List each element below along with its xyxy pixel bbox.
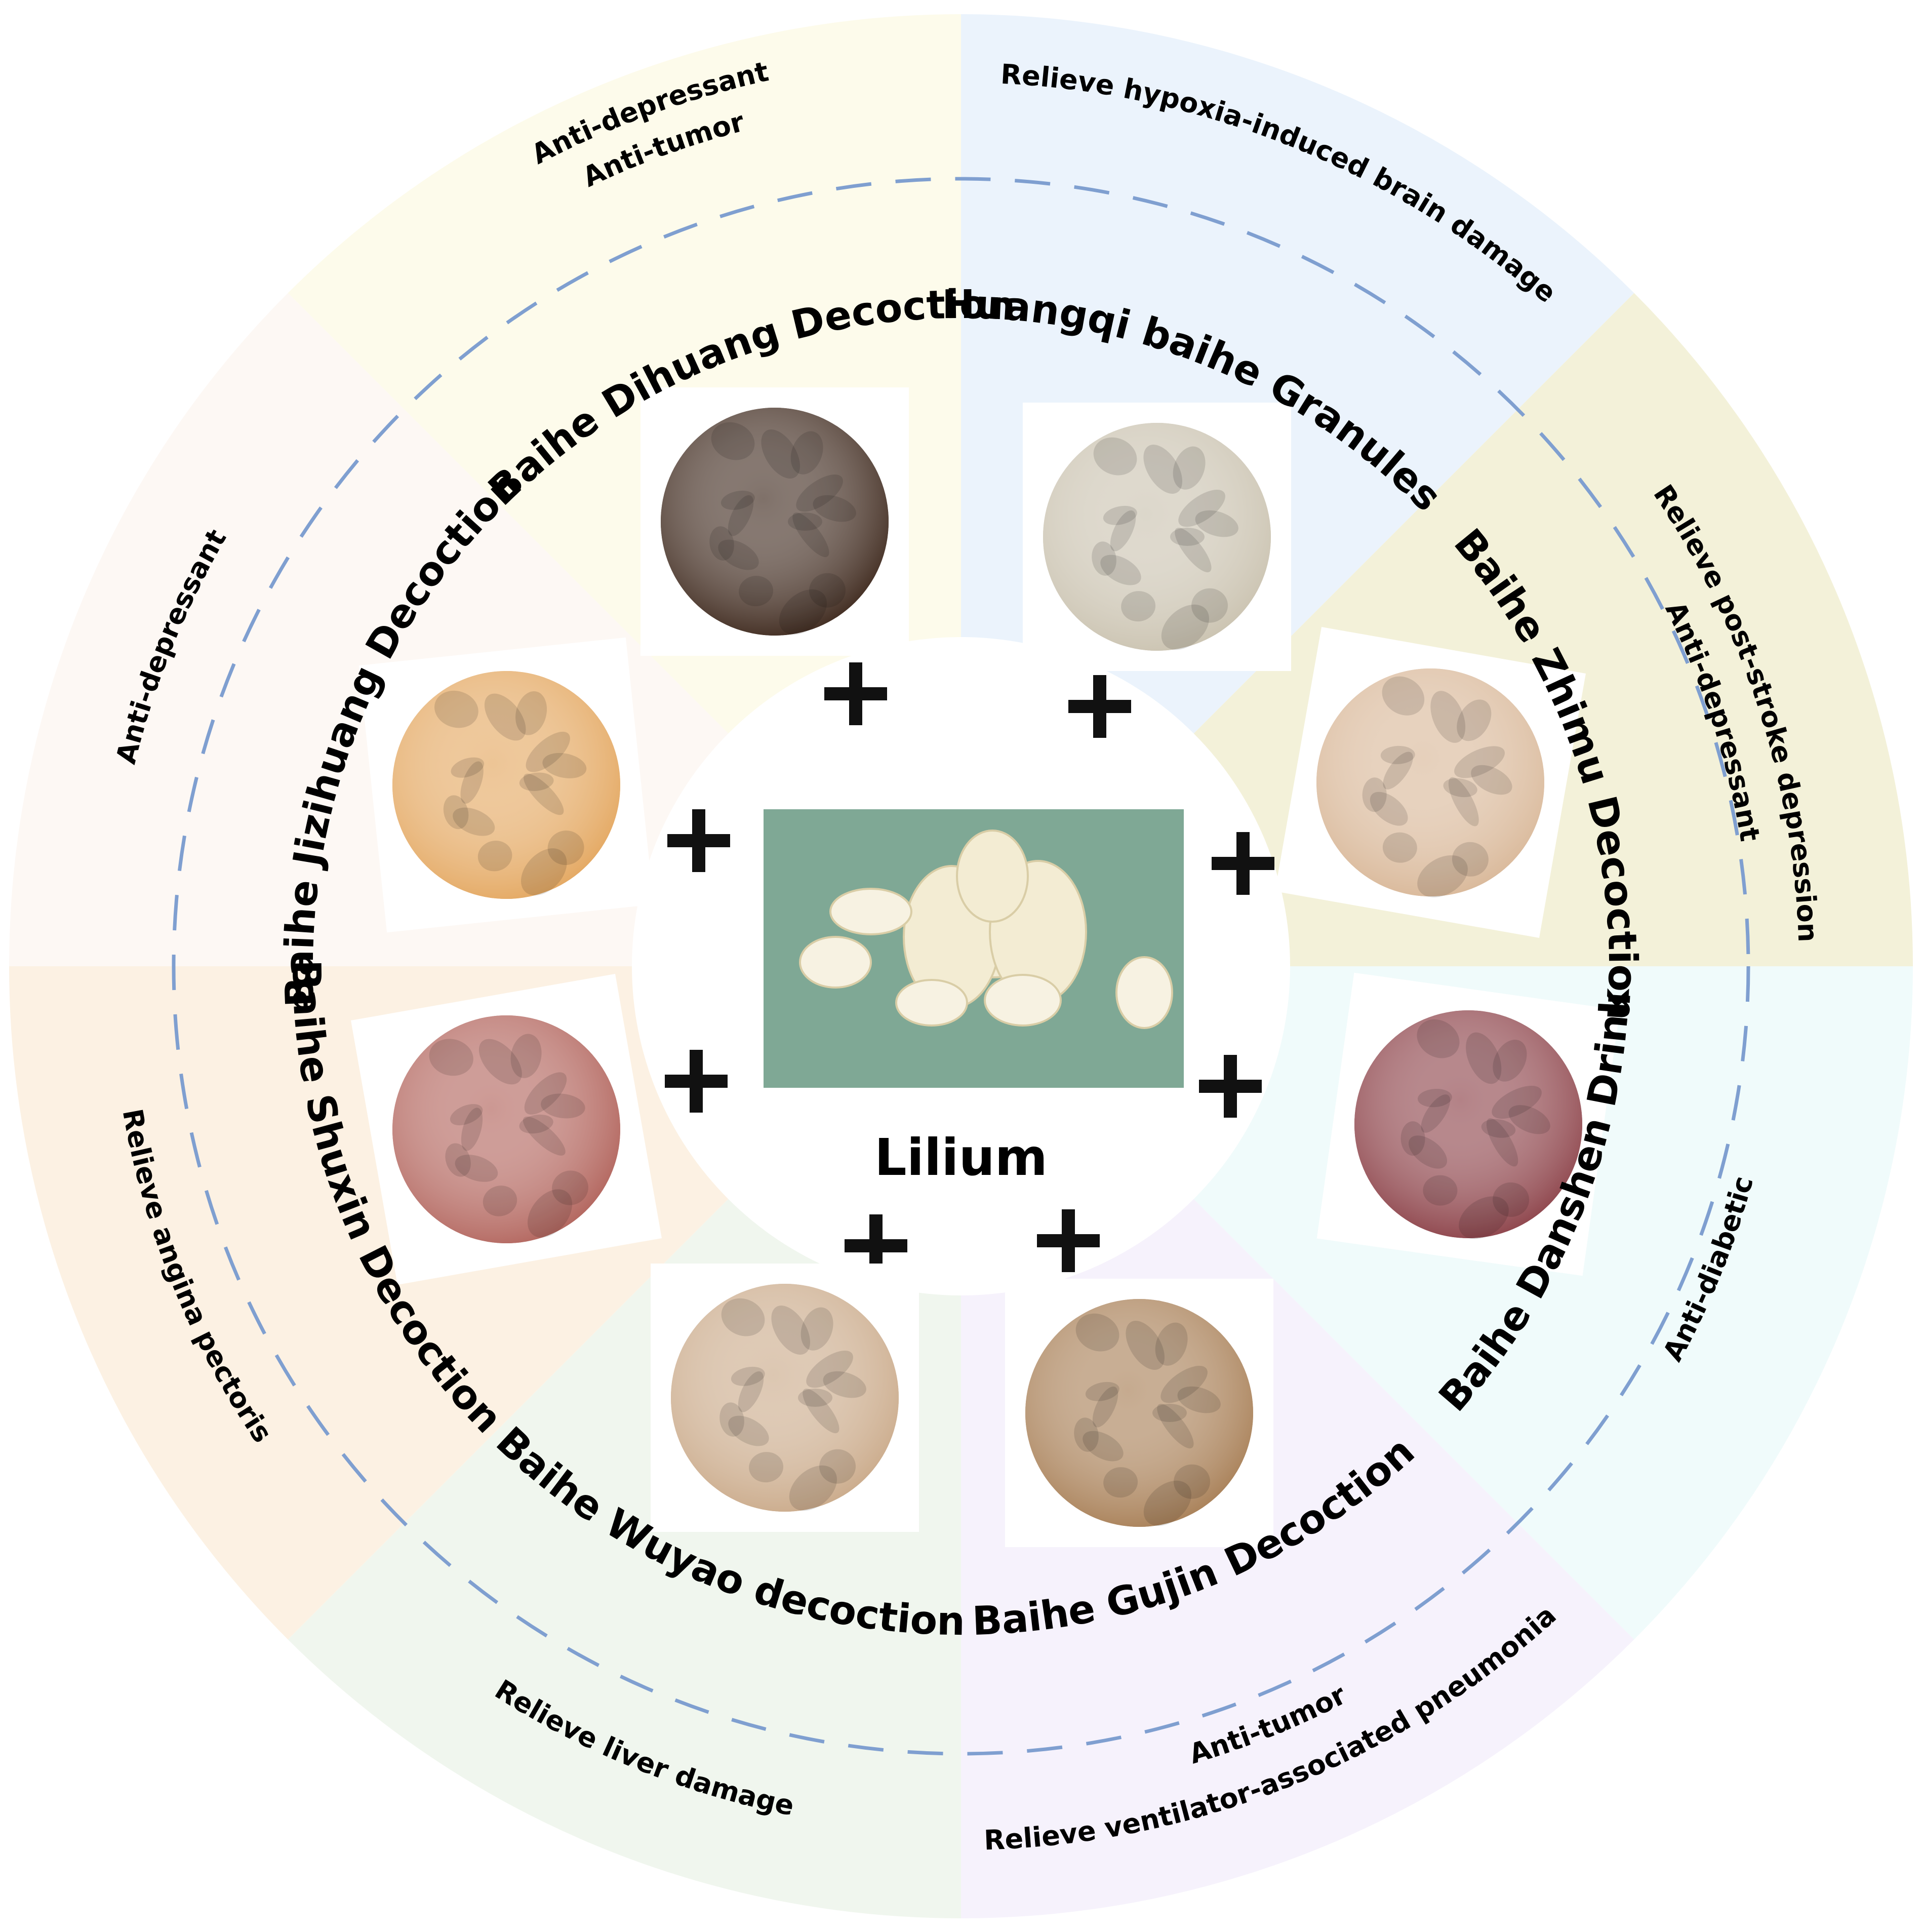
zhimu-slices-photo [1275, 627, 1586, 938]
lily-scale [956, 830, 1029, 923]
plus-icon [1199, 1055, 1262, 1118]
plus-icon [667, 809, 730, 872]
lily-scale [1115, 956, 1173, 1029]
egg-yolk-soup-bowl-photo [358, 637, 654, 933]
plus-icon [665, 1050, 728, 1113]
huangqi-slices-photo [1023, 403, 1291, 671]
center-label: Lilium [874, 1128, 1048, 1187]
herb-sieve-tray-photo [1005, 1279, 1273, 1547]
red-soup-bowl-photo [351, 974, 662, 1285]
lily-scale [799, 936, 872, 989]
lily-scale [984, 974, 1062, 1027]
dashed-ring [172, 177, 1750, 1756]
dried-dihuang-root-photo [640, 387, 909, 656]
lily-scale [895, 979, 968, 1027]
wuyao-slices-photo [651, 1264, 919, 1532]
plus-icon [1068, 675, 1131, 738]
lily-bulb-icon [764, 809, 1184, 1088]
lily-scale [829, 888, 912, 935]
formula-images [351, 387, 1620, 1547]
center-lilium: Lilium [764, 809, 1184, 1187]
plus-connectors [665, 662, 1274, 1277]
plus-icon [824, 662, 887, 725]
danshen-root-photo [1316, 972, 1620, 1276]
plus-icon [1037, 1209, 1100, 1272]
plus-icon [1212, 832, 1274, 895]
